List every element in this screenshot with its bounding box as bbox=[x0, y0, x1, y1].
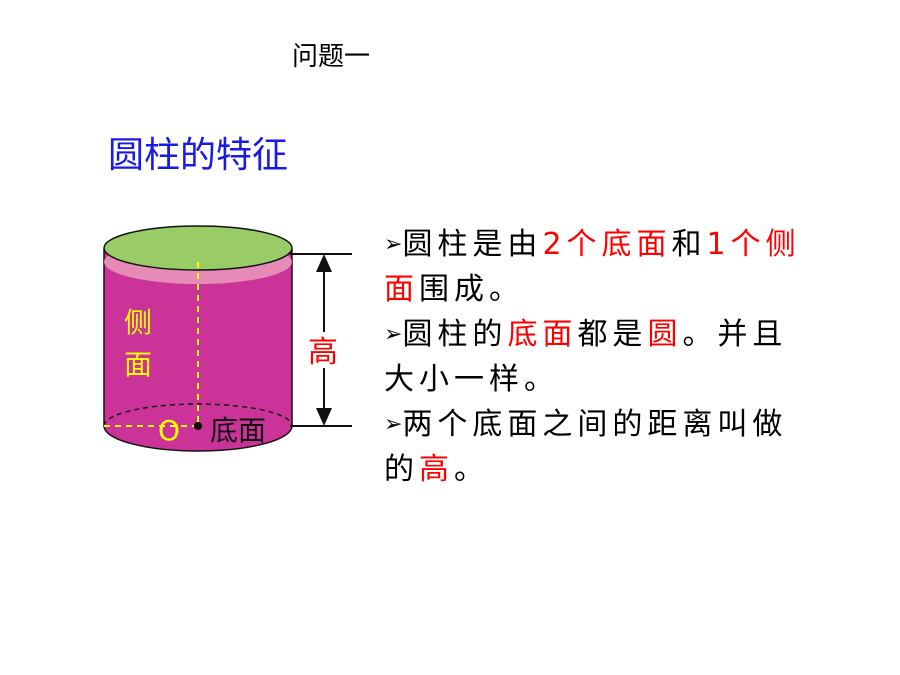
height-label: 高 bbox=[308, 335, 338, 370]
feature-highlight: 1个侧面 bbox=[384, 227, 801, 307]
feature-highlight: 高 bbox=[419, 452, 454, 487]
feature-item-3: ➢两个底面之间的距离叫做的高。 bbox=[384, 402, 804, 492]
feature-item-1: ➢圆柱是由2个底面和1个侧面围成。 bbox=[384, 222, 804, 312]
base-center-dot bbox=[194, 422, 202, 430]
side-label-line-1: 侧 bbox=[124, 306, 152, 339]
feature-text: 围成。 bbox=[419, 272, 524, 307]
feature-text: 两个底面之间的距离叫做的 bbox=[384, 407, 788, 487]
feature-text: 。 bbox=[454, 452, 489, 487]
feature-highlight: 底面 bbox=[507, 317, 578, 352]
feature-item-2: ➢圆柱的底面都是圆。并且大小一样。 bbox=[384, 312, 804, 402]
slide-title: 圆柱的特征 bbox=[108, 135, 289, 176]
bullet-arrow-icon: ➢ bbox=[384, 322, 403, 347]
cylinder-base-back-edge bbox=[103, 403, 293, 427]
bullet-arrow-icon: ➢ bbox=[384, 232, 403, 257]
center-label: O bbox=[158, 414, 180, 447]
problem-label: 问题一 bbox=[292, 42, 371, 72]
feature-text: 都是 bbox=[577, 317, 648, 352]
feature-text: 和 bbox=[671, 227, 707, 262]
feature-highlight: 圆 bbox=[647, 317, 683, 352]
base-label: 底面 bbox=[210, 414, 266, 447]
feature-text: 圆柱是由 bbox=[402, 227, 543, 262]
cylinder-top-face bbox=[103, 225, 293, 271]
height-arrow-down bbox=[316, 408, 332, 426]
feature-list: ➢圆柱是由2个底面和1个侧面围成。 ➢圆柱的底面都是圆。并且大小一样。 ➢两个底… bbox=[384, 222, 804, 492]
feature-text: 。并且大小一样。 bbox=[384, 317, 788, 397]
height-label-bg bbox=[306, 332, 342, 368]
side-label-line-2: 面 bbox=[124, 348, 152, 381]
feature-text: 圆柱的 bbox=[402, 317, 508, 352]
feature-highlight: 2个底面 bbox=[542, 227, 672, 262]
height-arrow-up bbox=[316, 254, 332, 272]
bullet-arrow-icon: ➢ bbox=[384, 412, 403, 437]
